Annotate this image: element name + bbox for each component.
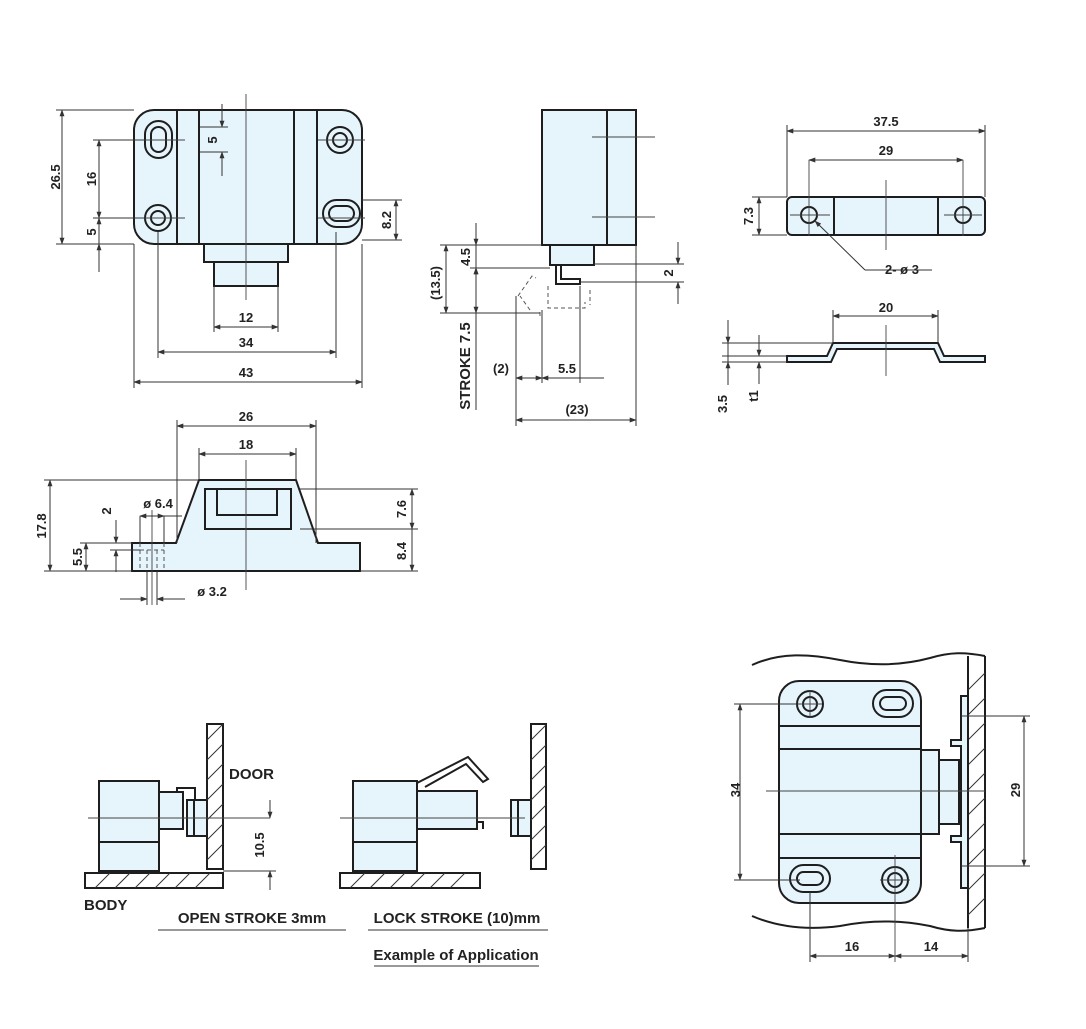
dim-front-12: 12 xyxy=(239,310,253,325)
dim-bottom-phi-3-2: ø 3.2 xyxy=(197,584,227,599)
dim-front-5-top: 5 xyxy=(205,136,220,143)
dim-plate-20: 20 xyxy=(879,300,893,315)
open-stroke-label: OPEN STROKE 3mm xyxy=(178,910,326,927)
dim-app-29: 29 xyxy=(1008,783,1023,797)
dim-front-43: 43 xyxy=(239,365,253,380)
dim-app-14: 14 xyxy=(924,939,939,954)
dim-side-stroke: STROKE 7.5 xyxy=(457,322,474,410)
dim-bottom-phi-6-4: ø 6.4 xyxy=(143,496,173,511)
dim-plate-37-5: 37.5 xyxy=(873,114,898,129)
bottom-view: 26 18 17.8 ø 6.4 2 5.5 7.6 8.4 ø 3.2 xyxy=(34,409,418,605)
dim-plate-3-5: 3.5 xyxy=(715,395,730,413)
dim-front-26-5: 26.5 xyxy=(48,164,63,189)
application-installed: 34 29 16 14 xyxy=(728,652,1030,962)
side-body xyxy=(541,109,637,246)
application-open: 10.5 DOOR BODY OPEN STROKE 3mm xyxy=(84,723,346,931)
strike-plate-view: 37.5 29 7.3 2- ø 3 20 3.5 t1 xyxy=(715,114,986,413)
dim-bottom-7-6: 7.6 xyxy=(394,500,409,518)
dim-side-4-5: 4.5 xyxy=(458,248,473,266)
dim-app-10-5: 10.5 xyxy=(252,832,267,857)
dim-side-5-5: 5.5 xyxy=(558,361,576,376)
dim-side-23: (23) xyxy=(565,402,588,417)
dim-app-34: 34 xyxy=(728,782,743,797)
body-base xyxy=(84,872,224,889)
lock-stroke-label: LOCK STROKE (10)mm xyxy=(374,910,541,927)
dim-bottom-8-4: 8.4 xyxy=(394,541,409,560)
dim-bottom-17-8: 17.8 xyxy=(34,513,49,538)
door-panel xyxy=(206,723,224,870)
dim-front-5-bottom: 5 xyxy=(84,228,99,235)
dim-app-16: 16 xyxy=(845,939,859,954)
application-lock: LOCK STROKE (10)mm Example of Applicatio… xyxy=(339,723,548,967)
dim-side-paren-2: (2) xyxy=(493,361,509,376)
dim-bottom-18: 18 xyxy=(239,437,253,452)
example-caption: Example of Application xyxy=(373,947,538,964)
front-view: 26.5 16 5 5 8.2 12 34 43 xyxy=(48,94,402,388)
dim-plate-29: 29 xyxy=(879,143,893,158)
dim-front-16: 16 xyxy=(84,172,99,186)
dim-front-34: 34 xyxy=(239,335,254,350)
dim-plate-7-3: 7.3 xyxy=(741,207,756,225)
dim-side-2: 2 xyxy=(661,269,676,276)
body-label: BODY xyxy=(84,897,127,914)
door-label: DOOR xyxy=(229,766,274,783)
dim-bottom-2: 2 xyxy=(99,507,114,514)
dim-front-8-2: 8.2 xyxy=(379,211,394,229)
dim-plate-holes: 2- ø 3 xyxy=(885,262,919,277)
dim-plate-t1: t1 xyxy=(746,390,761,402)
dim-bottom-26: 26 xyxy=(239,409,253,424)
dim-bottom-5-5: 5.5 xyxy=(70,548,85,566)
side-view: 4.5 (13.5) STROKE 7.5 2 (2) 5.5 (23) xyxy=(428,109,684,426)
dim-side-13-5: (13.5) xyxy=(428,266,443,300)
